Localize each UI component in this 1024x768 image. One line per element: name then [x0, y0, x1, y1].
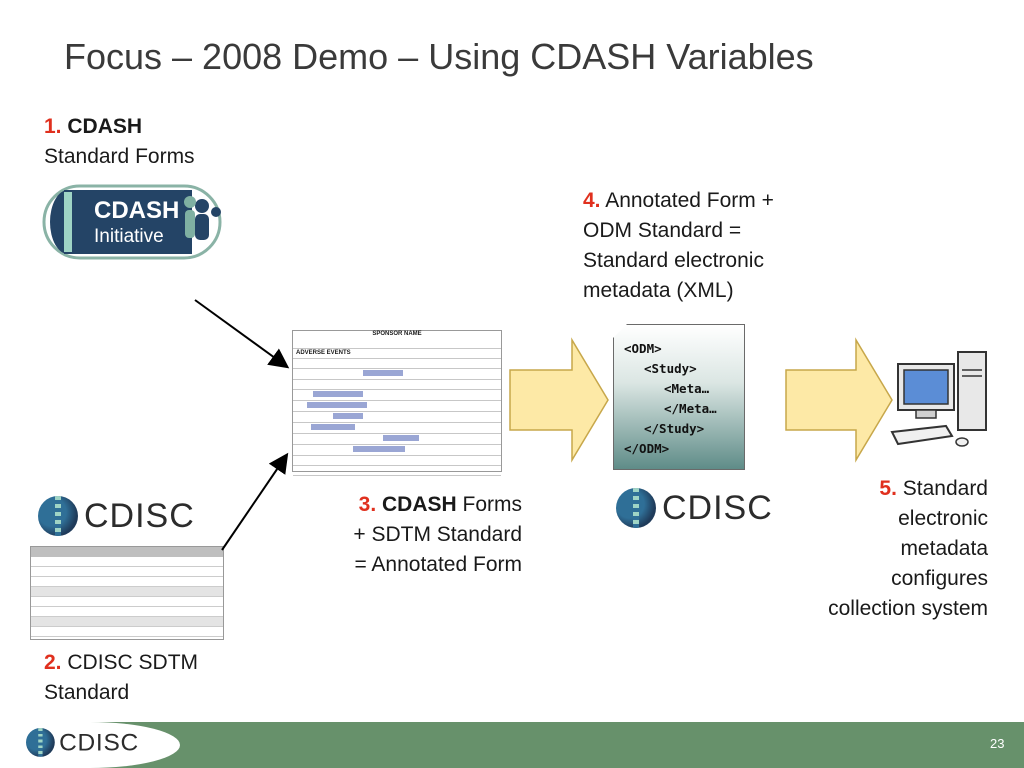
step-3-line3: = Annotated Form — [354, 553, 522, 576]
step-2-label: 2. CDISC SDTM Standard — [44, 648, 198, 708]
arrow-cdash-to-form — [194, 299, 290, 369]
form-thumb-section: ADVERSE EVENTS — [293, 349, 501, 359]
cdisc-logo-icon — [38, 496, 78, 536]
step-4-line4: metadata (XML) — [583, 279, 734, 302]
step-2-line2: Standard — [44, 681, 130, 704]
step-1-number: 1. — [44, 115, 62, 138]
step-5-line3: metadata — [900, 537, 988, 560]
step-4-line2: ODM Standard = — [583, 219, 742, 242]
step-5-line5: collection system — [828, 597, 988, 620]
step-3-cdash: CDASH — [382, 493, 457, 516]
sdtm-table-thumbnail — [30, 546, 224, 640]
cdash-logo-line1: CDASH — [94, 197, 179, 224]
step-4-line1-rest: Annotated Form + — [600, 189, 774, 212]
block-arrow-1 — [509, 337, 609, 463]
arrow-sdtm-to-form — [221, 452, 289, 551]
cdisc-logo-footer: CDISC — [26, 728, 139, 757]
step-5-line2: electronic — [898, 507, 988, 530]
cdisc-logo-word: CDISC — [59, 728, 139, 756]
step-2-number: 2. — [44, 651, 62, 674]
step-3-number: 3. — [358, 493, 377, 516]
cdash-logo-line2: Initiative — [94, 226, 164, 247]
cdisc-logo-icon — [616, 488, 656, 528]
odm-line-1: <ODM> — [624, 341, 662, 356]
odm-xml-document: <ODM> <Study> <Meta… </Meta… </Study> </… — [613, 324, 745, 470]
step-4-label: 4. Annotated Form + ODM Standard = Stand… — [583, 186, 774, 306]
annotated-form-thumbnail: SPONSOR NAME ADVERSE EVENTS — [292, 330, 502, 476]
step-1-rest: Standard Forms — [44, 145, 195, 168]
cdisc-logo-icon — [26, 728, 55, 757]
odm-line-5: </Study> — [644, 421, 705, 436]
step-4-number: 4. — [583, 189, 601, 212]
step-1-label: 1. CDASH Standard Forms — [44, 112, 195, 172]
slide-title: Focus – 2008 Demo – Using CDASH Variable… — [64, 36, 814, 77]
block-arrow-2 — [785, 337, 893, 463]
page-number: 23 — [990, 736, 1005, 751]
step-3-line1-rest: Forms — [456, 493, 523, 516]
step-5-line1-rest: Standard — [896, 477, 988, 500]
step-3-line2: + SDTM Standard — [353, 523, 522, 546]
step-5-line4: configures — [891, 567, 988, 590]
step-3-label: 3. CDASH Forms + SDTM Standard = Annotat… — [300, 490, 522, 580]
odm-line-2: <Study> — [644, 361, 697, 376]
step-5-number: 5. — [879, 477, 897, 500]
step-2-line1: CDISC SDTM — [67, 651, 199, 674]
odm-line-3: <Meta… — [664, 381, 710, 396]
step-4-line3: Standard electronic — [583, 249, 764, 272]
odm-line-6: </ODM> — [624, 441, 670, 456]
cdisc-logo-word: CDISC — [84, 496, 195, 535]
step-1-cdash: CDASH — [67, 115, 143, 138]
cdisc-logo-middle: CDISC — [616, 488, 773, 528]
computer-icon — [890, 351, 987, 447]
odm-line-4: </Meta… — [664, 401, 717, 416]
cdisc-logo-left: CDISC — [38, 496, 195, 536]
form-thumb-header: SPONSOR NAME — [372, 331, 422, 337]
cdash-initiative-logo: CDASH Initiative — [42, 184, 222, 260]
step-5-label: 5. Standard electronic metadata configur… — [760, 474, 988, 624]
cdisc-logo-word: CDISC — [662, 488, 773, 527]
